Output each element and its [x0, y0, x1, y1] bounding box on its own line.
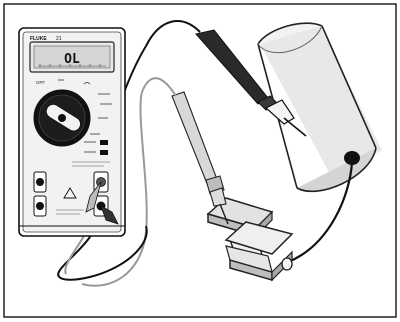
meter-brand: FLUKE [30, 36, 47, 42]
shunt-clip [208, 198, 292, 280]
meter-model: 21 [56, 36, 62, 42]
input-jack-ma[interactable] [34, 196, 46, 216]
rotary-switch[interactable] [34, 90, 90, 146]
lcd-reading: OL [64, 52, 80, 67]
input-jack-a[interactable] [34, 172, 46, 192]
dial-label-off: OFF [36, 80, 45, 85]
red-test-probe [172, 92, 228, 224]
